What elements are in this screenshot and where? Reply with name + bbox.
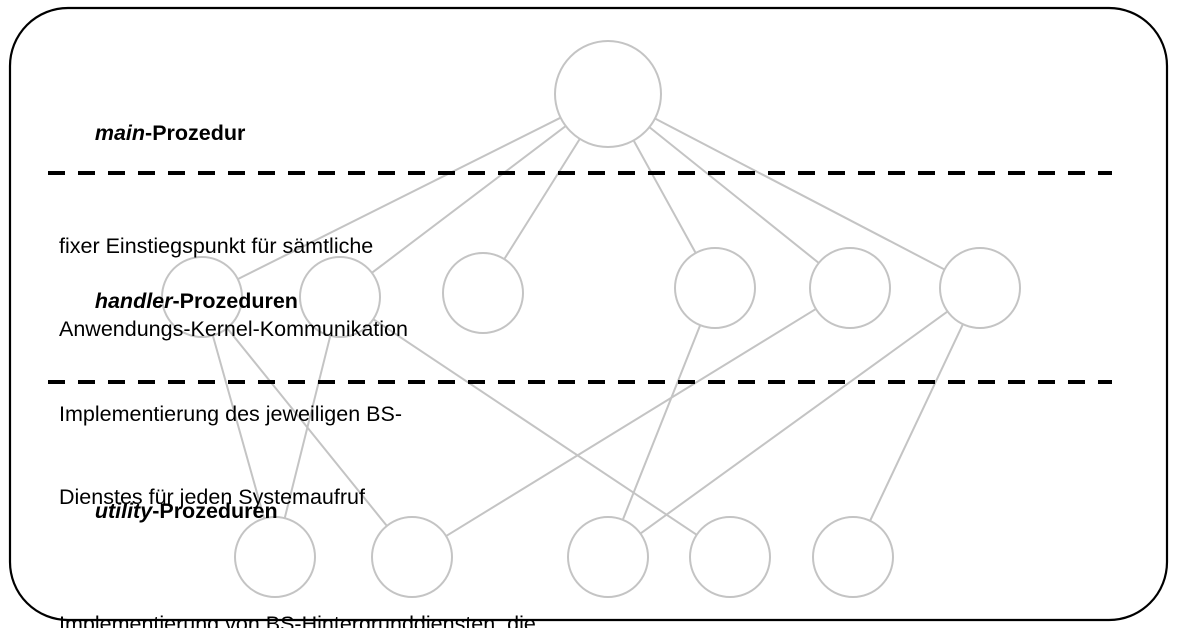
section-title-suffix-handler: -Prozeduren — [172, 288, 298, 313]
diagram-node-layer — [161, 40, 1021, 598]
graph-edge — [653, 117, 946, 271]
diagram-edge-layer — [211, 116, 964, 538]
graph-edge — [283, 334, 332, 520]
section-desc-main-line-1: fixer Einstiegspunkt für sämtliche — [59, 233, 374, 258]
graph-node-utility-4[interactable] — [689, 516, 771, 598]
graph-node-handler-2[interactable] — [299, 256, 381, 338]
section-label-main: main-Prozedur fixer Einstiegspunkt für s… — [59, 36, 408, 400]
graph-node-main-1[interactable] — [554, 40, 662, 148]
section-title-main: main-Prozedur — [59, 92, 408, 176]
diagram-frame-layer — [8, 6, 1169, 622]
graph-edge — [211, 334, 266, 520]
section-desc-utility-line-1: Implementierung von BS-Hintergrunddienst… — [59, 611, 536, 628]
section-keyword-main: main — [94, 120, 146, 145]
graph-edge — [503, 137, 581, 261]
graph-node-utility-1[interactable] — [234, 516, 316, 598]
graph-node-handler-5[interactable] — [809, 247, 891, 329]
section-desc-main-line-2: Anwendungs-Kernel-Kommunikation — [59, 317, 408, 342]
graph-node-handler-4[interactable] — [674, 247, 756, 329]
graph-node-handler-1[interactable] — [161, 256, 243, 338]
graph-edge — [370, 125, 567, 274]
graph-node-handler-3[interactable] — [442, 252, 524, 334]
graph-edge — [621, 324, 702, 521]
section-label-handler: handler-Prozeduren Implementierung des j… — [59, 204, 402, 568]
graph-edge — [372, 318, 698, 536]
section-keyword-utility: utility — [94, 498, 153, 523]
graph-node-utility-5[interactable] — [812, 516, 894, 598]
section-desc-handler-line-2: Dienstes für jeden Systemaufruf — [59, 485, 365, 510]
section-title-suffix-main: -Prozedur — [145, 120, 246, 145]
graph-edge — [869, 323, 964, 522]
section-desc-handler-line-1: Implementierung des jeweiligen BS- — [59, 401, 402, 426]
graph-edge — [236, 116, 562, 281]
diagram-divider-layer — [48, 171, 1112, 384]
graph-node-utility-3[interactable] — [567, 516, 649, 598]
graph-edge — [632, 139, 697, 254]
section-label-utility: utility-Prozeduren Implementierung von B… — [59, 414, 538, 628]
section-title-handler: handler-Prozeduren — [59, 260, 402, 344]
section-keyword-handler: handler — [94, 288, 173, 313]
diagram-border — [8, 6, 1169, 622]
graph-node-handler-6[interactable] — [939, 247, 1021, 329]
graph-node-utility-2[interactable] — [371, 516, 453, 598]
graph-edge — [639, 310, 949, 535]
graph-edge — [445, 307, 817, 538]
section-title-suffix-utility: -Prozeduren — [152, 498, 278, 523]
graph-edge — [648, 126, 820, 264]
section-title-utility: utility-Prozeduren — [59, 470, 538, 554]
